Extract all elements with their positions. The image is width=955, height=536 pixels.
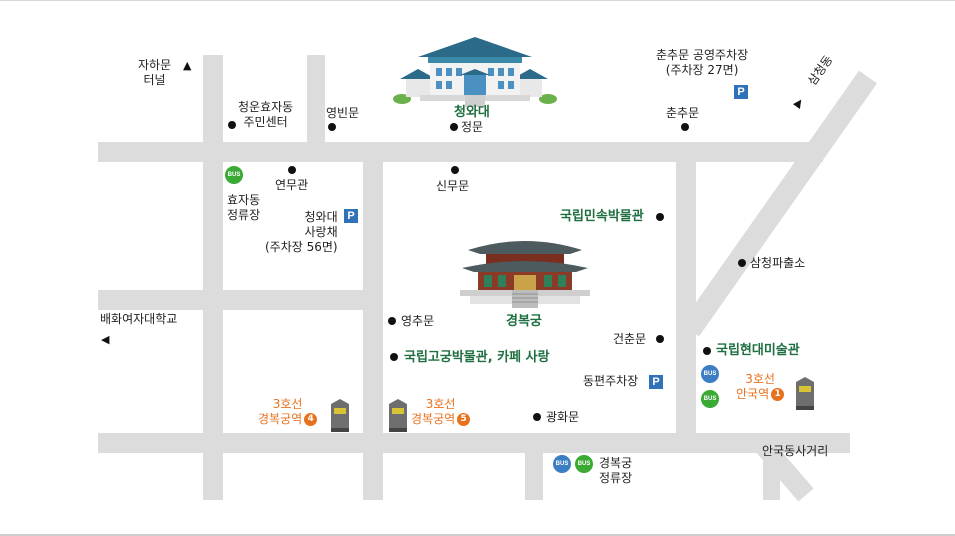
road-top-horizontal <box>98 142 823 162</box>
label-yeongchumun: 영추문 <box>401 314 435 328</box>
road-vertical-south-center <box>525 443 543 500</box>
exit-number-badge: 4 <box>304 413 318 426</box>
road-vertical-palace-east <box>676 142 696 453</box>
label-anguk-intersection: 안국동사거리 <box>762 444 829 458</box>
station-line: 3호선 <box>745 372 775 386</box>
road-vertical-palace-west <box>363 142 383 500</box>
label-gwanghwamun: 광화문 <box>546 410 580 424</box>
subway-exit-icon <box>331 399 349 432</box>
parking-icon: P <box>734 85 748 99</box>
location-dot-icon <box>390 353 398 361</box>
label-yeongbinmun: 영빈문 <box>326 106 360 120</box>
bottom-border <box>0 534 955 536</box>
label-chunchumun-parking: 춘추문 공영주차장 (주차장 27면) <box>656 48 749 77</box>
location-dot-icon <box>288 166 296 174</box>
palace-building-icon <box>460 241 590 308</box>
location-dot-icon <box>703 347 711 355</box>
road-bottom-horizontal <box>98 433 850 453</box>
exit-number-badge: 5 <box>457 413 471 426</box>
label-sinmumun: 신무문 <box>436 179 470 193</box>
location-dot-icon <box>450 123 458 131</box>
label-chungun-community-center: 청운효자동 주민센터 <box>238 100 294 129</box>
location-dot-icon <box>656 335 664 343</box>
blue-house-building-icon <box>393 37 557 107</box>
label-gyeongbokgung-bus-stop: 경복궁 정류장 <box>599 456 633 485</box>
arrow-up-icon: ▲ <box>183 59 192 72</box>
label-geonchunmun: 건춘문 <box>613 332 647 346</box>
station-name: 경복궁역 <box>411 412 456 426</box>
road-vertical-center-left <box>307 55 325 155</box>
exit-number-badge: 1 <box>771 388 785 401</box>
bus-stop-icon: BUS <box>575 455 593 473</box>
road-middle-horizontal <box>98 290 363 310</box>
location-dot-icon <box>681 123 689 131</box>
bus-stop-icon: BUS <box>701 365 719 383</box>
parking-icon: P <box>649 375 663 389</box>
label-cheongwadae: 청와대 <box>454 105 490 120</box>
road-vertical-left <box>203 55 223 500</box>
label-national-folk-museum: 국립민속박물관 <box>560 209 644 224</box>
subway-exit-icon <box>796 377 814 410</box>
label-jeongmun: 정문 <box>461 120 484 134</box>
arrow-left-icon: ◀ <box>101 333 110 346</box>
label-hyoja-bus-stop: 효자동 정류장 <box>227 193 261 222</box>
station-name: 안국역 <box>736 387 770 401</box>
subway-exit-icon <box>389 399 407 432</box>
bus-stop-icon: BUS <box>701 390 719 408</box>
station-line: 3호선 <box>272 397 303 411</box>
label-baehwa-university: 배화여자대학교 <box>100 312 178 326</box>
location-dot-icon <box>228 121 236 129</box>
label-east-parking: 동편주차장 <box>583 374 639 388</box>
location-dot-icon <box>656 213 664 221</box>
bus-stop-icon: BUS <box>225 166 243 184</box>
label-gyeongbokgung: 경복궁 <box>506 314 542 329</box>
label-yeonmugwan: 연무관 <box>275 178 309 192</box>
label-samcheong-police-box: 삼청파출소 <box>750 256 806 270</box>
station-name: 경복궁역 <box>258 412 303 426</box>
location-dot-icon <box>533 413 541 421</box>
location-dot-icon <box>451 166 459 174</box>
location-dot-icon <box>738 259 746 267</box>
label-national-palace-museum: 국립고궁박물관, 카페 사랑 <box>404 350 550 365</box>
label-chunchumun: 춘추문 <box>666 106 700 120</box>
label-sarangchae: 청와대 사랑채 (주차장 56면) <box>265 210 338 254</box>
location-dot-icon <box>328 123 336 131</box>
station-line: 3호선 <box>425 397 456 411</box>
label-mmca: 국립현대미술관 <box>716 343 800 358</box>
parking-icon: P <box>344 209 358 223</box>
bus-stop-icon: BUS <box>553 455 571 473</box>
location-dot-icon <box>388 317 396 325</box>
label-jahamun-tunnel: 자하문 터널 <box>138 58 172 87</box>
top-border <box>0 0 955 1</box>
